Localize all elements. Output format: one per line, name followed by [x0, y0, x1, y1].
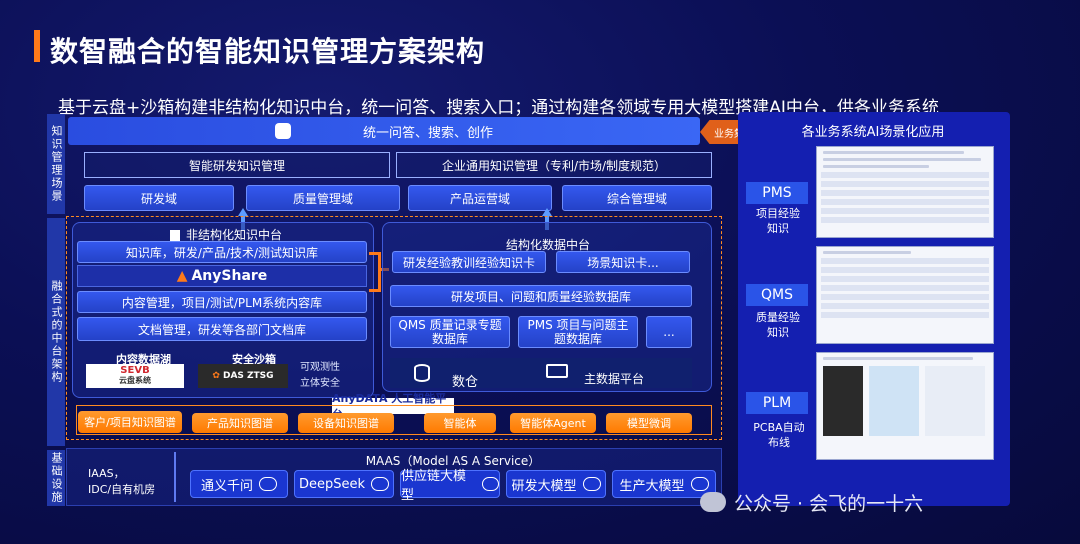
idc-label: IDC/自有机房: [88, 482, 155, 498]
scene-rd-mgmt: 智能研发知识管理: [84, 152, 390, 178]
ai-device-kg: 设备知识图谱: [298, 413, 394, 433]
app-plm-desc: PCBA自动布线: [752, 420, 806, 450]
anyshare-icon: ▲: [177, 268, 188, 284]
qms-screenshot: [816, 246, 994, 344]
database-icon: [414, 364, 430, 382]
doc-mgmt-row: 文档管理，研发等各部门文档库: [77, 317, 367, 341]
doc-icon: [170, 230, 180, 242]
master-data-label: 主数据平台: [584, 370, 644, 387]
side-label-base: 基础设施: [47, 450, 65, 506]
side-label-middle: 融合式的中台架构: [47, 218, 65, 446]
unified-qa-label: 统一问答、搜索、创作: [363, 122, 493, 141]
page-title: 数智融合的智能知识管理方案架构: [50, 30, 485, 70]
model-supply-label: 供应链大模型: [401, 465, 476, 503]
anyshare-logo: ▲AnyShare: [77, 265, 367, 287]
iaas-label: IAAS，: [88, 466, 155, 482]
observability-label: 可观测性: [300, 360, 340, 376]
plm-screenshot: [816, 352, 994, 460]
cloud-icon: [371, 477, 389, 491]
project-db: 研发项目、问题和质量经验数据库: [390, 285, 692, 307]
seva-logo-text: SEVB: [120, 366, 149, 376]
model-deepseek: DeepSeek: [294, 470, 394, 498]
iaas-text: IAAS， IDC/自有机房: [88, 466, 155, 498]
app-pms: PMS: [746, 182, 808, 204]
more-db: ...: [646, 316, 692, 348]
cloud-icon: [482, 477, 499, 491]
lessons-card: 研发经验教训经验知识卡: [392, 251, 546, 273]
up-arrow-icon: [542, 208, 552, 216]
data-platform-row: [390, 358, 692, 388]
plm-panel-dark: [823, 366, 863, 436]
observability-text: 可观测性 立体安全: [300, 360, 340, 392]
model-tongyi-label: 通义千问: [201, 475, 253, 494]
app-pms-desc: 项目经验知识: [752, 206, 804, 236]
server-icon: [546, 364, 568, 378]
model-rd: 研发大模型: [506, 470, 606, 498]
ai-product-kg: 产品知识图谱: [192, 413, 288, 433]
unstructured-title-text: 非结构化知识中台: [186, 228, 282, 242]
ai-agent: 智能体: [424, 413, 496, 433]
gear-icon: ✿: [212, 371, 220, 381]
up-arrow-icon: [238, 208, 248, 216]
side-label-scene: 知识管理场景: [47, 114, 65, 214]
das-logo-text: DAS ZTSG: [223, 371, 274, 381]
shucang-label: 数仓: [452, 371, 478, 390]
cloud-icon: [583, 477, 601, 491]
watermark: 公众号 · 会飞的一十六: [700, 482, 1070, 522]
domain-rd: 研发域: [84, 185, 234, 211]
title-accent: [34, 30, 40, 62]
model-production-label: 生产大模型: [619, 475, 684, 494]
ai-finetune: 模型微调: [606, 413, 692, 433]
plm-list: [925, 366, 985, 436]
scene-card: 场景知识卡...: [556, 251, 690, 273]
domain-general: 综合管理域: [562, 185, 712, 211]
ai-customer-kg: 客户/项目知识图谱: [78, 411, 182, 433]
domain-product: 产品运营域: [408, 185, 552, 211]
das-logo: ✿DAS ZTSG: [198, 364, 288, 388]
seva-logo: SEVB 云盘系统: [86, 364, 184, 388]
robot-icon: [275, 123, 291, 139]
domain-quality: 质量管理域: [246, 185, 400, 211]
pms-screenshot: [816, 146, 994, 238]
model-rd-label: 研发大模型: [511, 475, 576, 494]
content-mgmt-row: 内容管理，项目/测试/PLM系统内容库: [77, 291, 367, 313]
scene-enterprise: 企业通用知识管理（专利/市场/制度规范）: [396, 152, 712, 178]
app-qms-desc: 质量经验知识: [752, 310, 804, 340]
connector-bracket: [369, 252, 381, 292]
right-panel-title: 各业务系统AI场景化应用: [742, 118, 1004, 142]
wechat-icon: [700, 492, 726, 512]
cloud-icon: [259, 477, 277, 491]
model-deepseek-label: DeepSeek: [299, 477, 365, 492]
app-qms: QMS: [746, 284, 808, 306]
knowledge-base-row: 知识库，研发/产品/技术/测试知识库: [77, 241, 367, 263]
ai-agent-en: 智能体Agent: [510, 413, 596, 433]
infra-divider: [174, 452, 176, 502]
model-tongyi: 通义千问: [190, 470, 288, 498]
pms-db: PMS 项目与问题主题数据库: [518, 316, 638, 348]
model-supply: 供应链大模型: [400, 470, 500, 498]
seva-logo-sub: 云盘系统: [119, 376, 151, 386]
app-plm: PLM: [746, 392, 808, 414]
unified-qa-bar: 统一问答、搜索、创作: [68, 117, 700, 145]
plm-board: [869, 366, 919, 436]
watermark-text: 公众号 · 会飞的一十六: [734, 489, 923, 516]
anyshare-label: AnyShare: [191, 268, 267, 284]
qms-db: QMS 质量记录专题数据库: [390, 316, 510, 348]
